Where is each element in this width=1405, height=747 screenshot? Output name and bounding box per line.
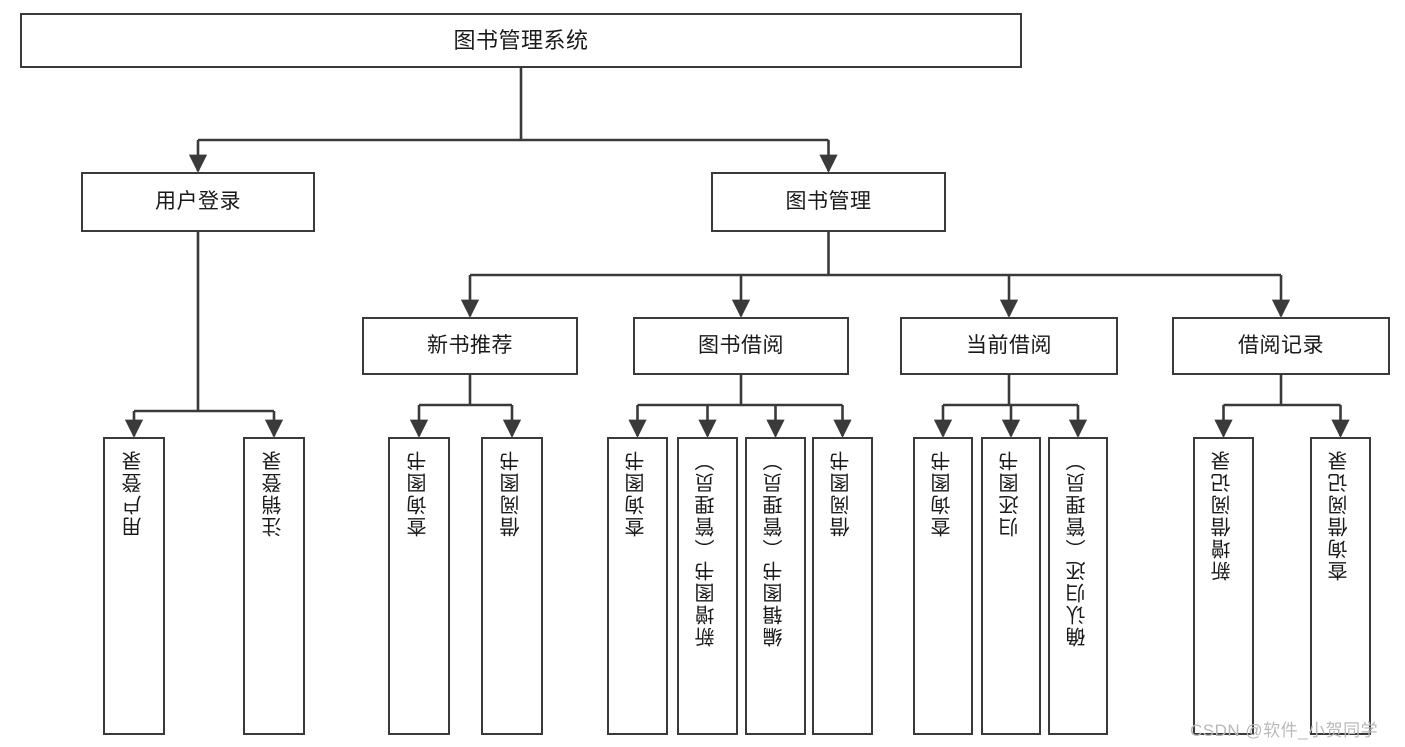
node-label-l-query2: 查询图书 <box>626 449 648 537</box>
node-l-return[interactable]: 归还图书 <box>981 437 1041 735</box>
node-l-query3[interactable]: 查询图书 <box>913 437 973 735</box>
node-label-l-query3: 查询图书 <box>931 449 954 537</box>
node-label-root: 图书管理系统 <box>453 27 589 53</box>
node-label-l-query1: 查询图书 <box>407 449 430 537</box>
node-label-l-edit: 编辑图书（管理员） <box>764 449 786 647</box>
node-l-qryrec[interactable]: 查询借阅记录 <box>1310 437 1371 735</box>
node-label-borrow: 图书借阅 <box>698 333 784 357</box>
node-l-logout[interactable]: 注销登录 <box>243 437 305 735</box>
node-label-l-confirm: 确认归还（管理员） <box>1066 449 1089 647</box>
node-label-login: 用户登录 <box>155 189 241 213</box>
node-l-add[interactable]: 新增图书（管理员） <box>677 437 738 735</box>
node-label-l-borrow1: 借阅图书 <box>500 449 523 537</box>
node-l-login[interactable]: 用户登录 <box>103 437 165 735</box>
node-newbook[interactable]: 新书推荐 <box>362 317 578 375</box>
node-l-query1[interactable]: 查询图书 <box>388 437 450 735</box>
node-label-newbook: 新书推荐 <box>427 333 513 357</box>
node-current[interactable]: 当前借阅 <box>900 317 1118 375</box>
node-label-records: 借阅记录 <box>1238 333 1324 357</box>
node-login[interactable]: 用户登录 <box>81 172 315 232</box>
node-label-bookmgmt: 图书管理 <box>785 189 872 213</box>
node-label-l-return: 归还图书 <box>999 449 1022 537</box>
watermark-text: CSDN @软件_小贺同学 <box>1190 721 1379 740</box>
node-label-l-borrow2: 借阅图书 <box>831 449 853 537</box>
node-l-query2[interactable]: 查询图书 <box>607 437 668 735</box>
node-bookmgmt[interactable]: 图书管理 <box>711 172 946 232</box>
node-label-l-login: 用户登录 <box>122 449 145 537</box>
node-root[interactable]: 图书管理系统 <box>20 13 1022 68</box>
node-l-addrec[interactable]: 新增借阅记录 <box>1193 437 1254 735</box>
node-label-current: 当前借阅 <box>966 333 1052 357</box>
node-l-confirm[interactable]: 确认归还（管理员） <box>1048 437 1108 735</box>
node-l-borrow1[interactable]: 借阅图书 <box>481 437 543 735</box>
node-l-borrow2[interactable]: 借阅图书 <box>812 437 873 735</box>
node-label-l-logout: 注销登录 <box>262 449 285 537</box>
node-label-l-addrec: 新增借阅记录 <box>1212 449 1234 581</box>
node-label-l-add: 新增图书（管理员） <box>696 449 718 647</box>
node-l-edit[interactable]: 编辑图书（管理员） <box>745 437 806 735</box>
node-borrow[interactable]: 图书借阅 <box>633 317 849 375</box>
node-label-l-qryrec: 查询借阅记录 <box>1329 449 1351 581</box>
node-records[interactable]: 借阅记录 <box>1172 317 1390 375</box>
